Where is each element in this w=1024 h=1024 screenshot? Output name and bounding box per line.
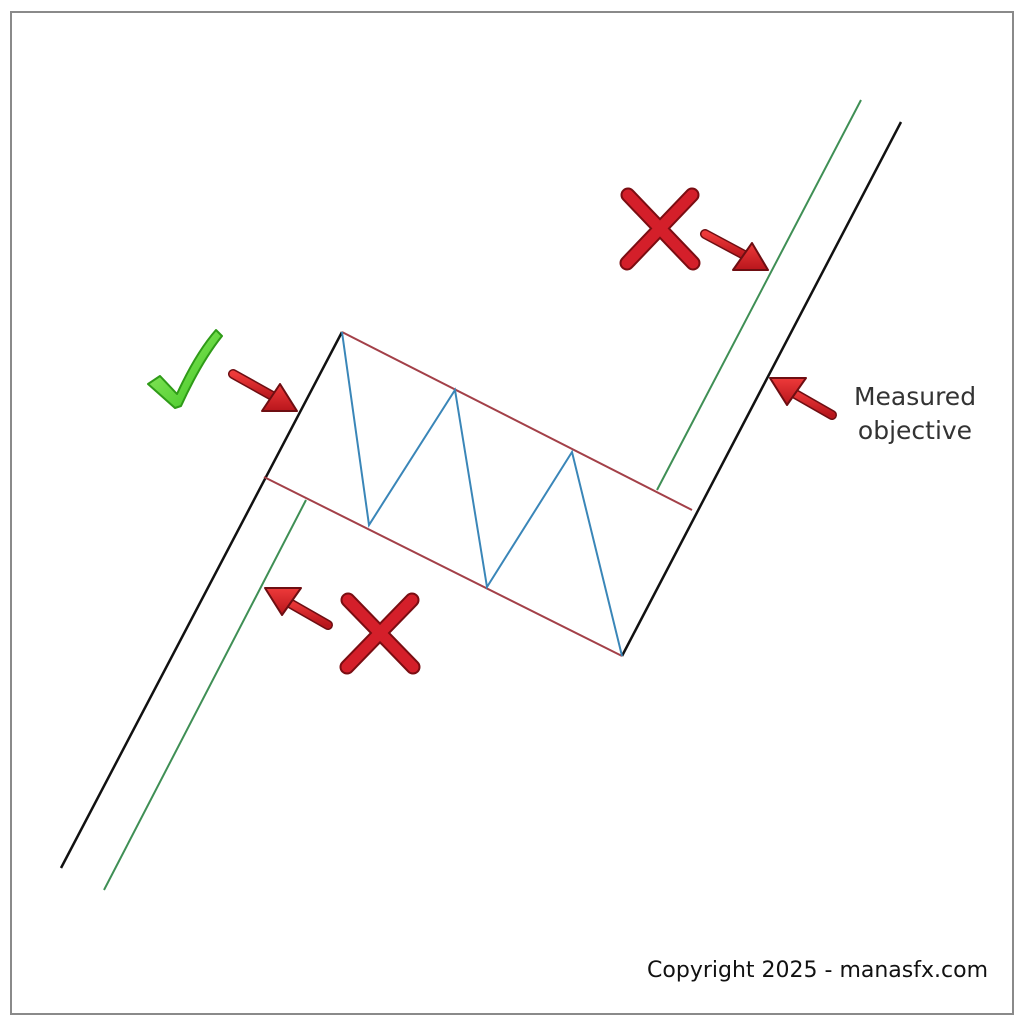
measured-objective-line1: Measured <box>853 382 977 411</box>
arrow-to-pole-icon <box>228 369 298 412</box>
pole-line <box>59 331 344 869</box>
channel-upper-line <box>341 331 693 511</box>
diagram-frame <box>10 11 1014 1015</box>
arrow-to-upper-target-icon <box>700 229 769 271</box>
copyright-text: Copyright 2025 - manasfx.com <box>647 958 988 983</box>
arrow-to-measured-objective-icon <box>769 377 837 420</box>
measured-objective-label: Measured objective <box>800 380 1024 448</box>
cross-icon <box>619 187 701 271</box>
check-icon <box>147 329 223 409</box>
arrow-to-lower-target-icon <box>264 587 333 630</box>
cross-icon <box>339 592 421 675</box>
upper-target-line <box>656 99 862 491</box>
channel-lower-line <box>263 476 623 657</box>
flag-zigzag <box>341 331 623 657</box>
breakout-line <box>620 121 903 657</box>
lower-target-line <box>103 499 307 891</box>
measured-objective-line2: objective <box>857 416 973 445</box>
